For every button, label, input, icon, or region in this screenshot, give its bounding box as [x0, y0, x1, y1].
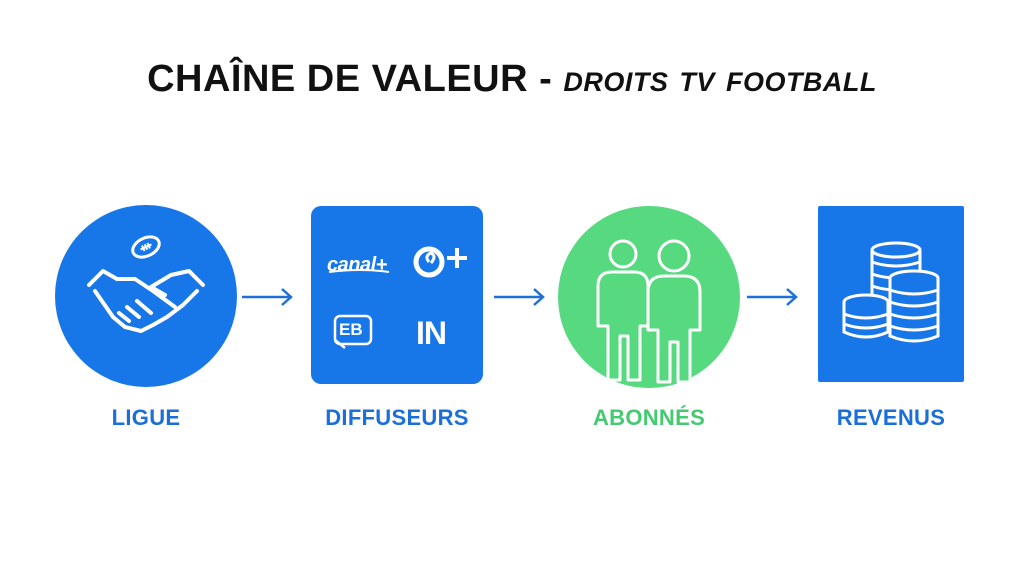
- ligue-circle: [55, 205, 237, 387]
- label-revenus: REVENUS: [836, 405, 946, 430]
- abonnes-circle: [558, 206, 740, 388]
- eb-logo: EB: [339, 320, 363, 339]
- arrow-icon-3: [747, 288, 798, 306]
- coin-stacks-icon: [842, 241, 940, 343]
- in-logo: IN: [416, 315, 447, 351]
- arrow-icon-1: [242, 288, 293, 306]
- title-part-1: CHAÎNE DE VALEUR -: [147, 58, 553, 100]
- label-abonnes: ABONNÉS: [592, 405, 706, 430]
- title-part-2: DROITS TV FOOTBALL: [563, 58, 877, 100]
- label-ligue: LIGUE: [111, 405, 181, 430]
- people-icon: [596, 239, 702, 384]
- broadcaster-logos-icon: [328, 246, 467, 349]
- arrow-icon-2: [494, 288, 545, 306]
- revenus-box: [818, 206, 964, 382]
- page-title: CHAÎNE DE VALEUR - DROITS TV FOOTBALL: [0, 58, 1024, 101]
- diffuseurs-box: canal+ EB IN: [311, 206, 483, 384]
- label-diffuseurs: DIFFUSEURS: [325, 405, 469, 430]
- handshake-football-icon: [87, 235, 205, 333]
